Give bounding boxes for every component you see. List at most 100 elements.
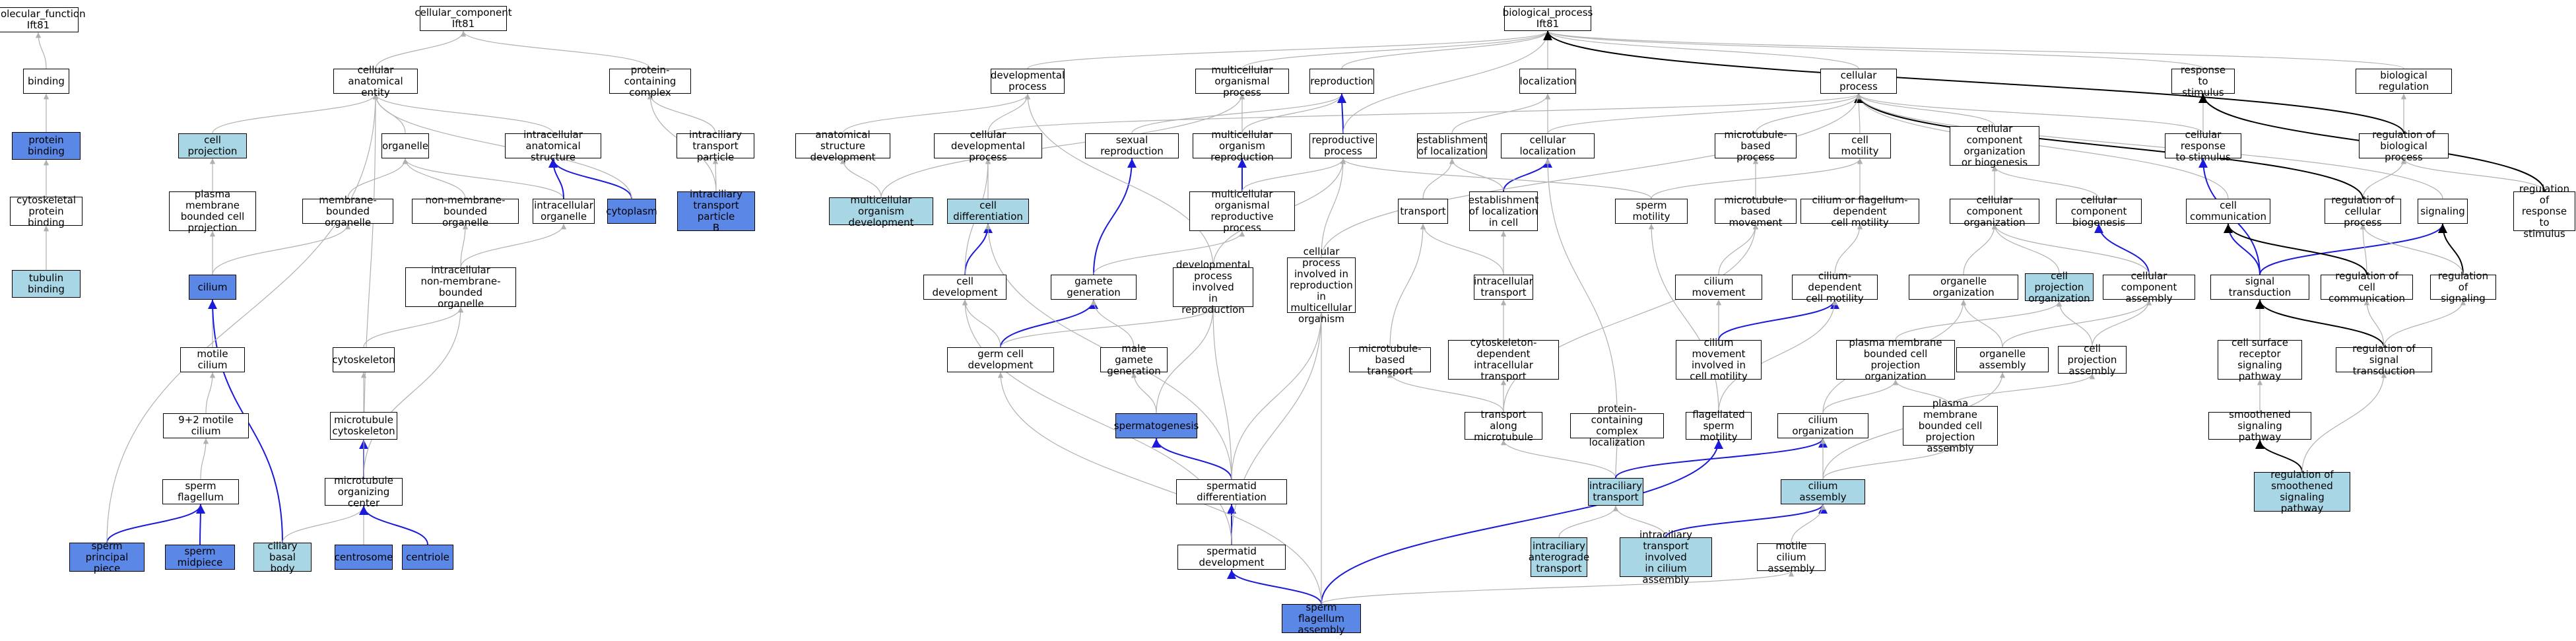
go-term-signal-transduction[interactable]: signal transduction — [2210, 275, 2309, 300]
go-term-cellular-component-assembly[interactable]: cellular component assembly — [2103, 270, 2195, 304]
go-term-cellular-anatomical-entity[interactable]: cellular anatomical entity — [333, 64, 418, 98]
go-term-organelle-assembly[interactable]: organelle assembly — [1956, 347, 2049, 372]
go-term-protein-containing-complex-localization[interactable]: protein-containing complex localization — [1570, 403, 1664, 448]
go-term-sperm-principal-piece[interactable]: sperm principal piece — [69, 540, 145, 574]
go-term-microtubule-based-process[interactable]: microtubule-based process — [1715, 129, 1797, 162]
go-term-cell-communication[interactable]: cell communication — [2186, 199, 2270, 224]
go-term-transport-along-microtubule[interactable]: transport along microtubule — [1465, 409, 1542, 442]
go-term-regulation-of-signaling[interactable]: regulation of signaling — [2430, 270, 2496, 304]
go-term-multicellular-organism-development[interactable]: multicellular organism development — [829, 194, 933, 228]
go-term-multicellular-organismal-process[interactable]: multicellular organismal process — [1195, 64, 1289, 98]
go-term-cell-surface-receptor-signaling-pathway[interactable]: cell surface receptor signaling pathway — [2218, 337, 2302, 382]
go-term-reproduction[interactable]: reproduction — [1309, 69, 1374, 94]
go-term-molecular-function[interactable]: molecular_function Ift81 — [0, 7, 86, 32]
go-term-germ-cell-development[interactable]: germ cell development — [947, 347, 1054, 372]
go-term-cell-differentiation[interactable]: cell differentiation — [947, 199, 1029, 224]
go-term-biological-process[interactable]: biological_process Ift81 — [1502, 6, 1593, 31]
go-term-cellular-component-organization-or-biogenesis[interactable]: cellular component organization or bioge… — [1950, 123, 2039, 168]
go-term-male-gamete-generation[interactable]: male gamete generation — [1100, 343, 1168, 376]
go-term-establishment-of-localization-in-cell[interactable]: establishment of localization in cell — [1469, 191, 1538, 231]
go-term-sperm-flagellum-assembly[interactable]: sperm flagellum assembly — [1282, 601, 1361, 635]
go-term-cilium-or-flagellum-dependent-cell-motility[interactable]: cilium or flagellum-dependent cell motil… — [1800, 194, 1919, 228]
go-term-regulation-of-biological-process[interactable]: regulation of biological process — [2359, 129, 2449, 162]
go-term-developmental-process[interactable]: developmental process — [990, 69, 1065, 94]
go-term-cellular-localization[interactable]: cellular localization — [1501, 133, 1595, 158]
go-term-regulation-of-response-to-stimulus[interactable]: regulation of response to stimulus — [2513, 183, 2575, 239]
go-term-centrosome[interactable]: centrosome — [335, 545, 393, 570]
go-term-microtubule-based-transport[interactable]: microtubule-based transport — [1349, 343, 1431, 376]
go-term-cellular-component-organization[interactable]: cellular component organization — [1950, 194, 2039, 228]
go-term-spermatogenesis[interactable]: spermatogenesis — [1114, 413, 1199, 438]
go-term-motile-cilium[interactable]: motile cilium — [180, 347, 245, 372]
go-term-developmental-process-involved-in-reproduction[interactable]: developmental process involved in reprod… — [1173, 259, 1253, 315]
go-term-regulation-of-cellular-process[interactable]: regulation of cellular process — [2325, 194, 2401, 228]
go-term-intraciliary-transport-particle[interactable]: intraciliary transport particle — [677, 129, 754, 162]
go-term-intracellular-transport[interactable]: intracellular transport — [1474, 275, 1533, 300]
go-term-protein-binding[interactable]: protein binding — [12, 132, 81, 160]
go-term-organelle[interactable]: organelle — [381, 133, 429, 158]
go-term-intraciliary-anterograde-transport[interactable]: intraciliary anterograde transport — [1529, 537, 1589, 577]
go-term-motile-cilium-assembly[interactable]: motile cilium assembly — [1757, 540, 1826, 574]
go-term-signaling[interactable]: signaling — [2418, 199, 2468, 224]
go-term-microtubule-organizing-center[interactable]: microtubule organizing center — [325, 475, 403, 508]
go-term-cellular-process-involved-in-reproduction-in-multicellular-organism[interactable]: cellular process involved in reproductio… — [1287, 246, 1356, 324]
go-term-cell-projection[interactable]: cell projection — [178, 133, 247, 158]
go-term-biological-regulation[interactable]: biological regulation — [2356, 69, 2452, 94]
go-term-cell-motility[interactable]: cell motility — [1829, 133, 1891, 158]
go-term-plasma-membrane-bounded-cell-projection-assembly[interactable]: plasma membrane bounded cell projection … — [1903, 397, 1998, 454]
go-term-non-membrane-bounded-organelle[interactable]: non-membrane-bounded organelle — [412, 194, 519, 228]
go-term-spermatid-differentiation[interactable]: spermatid differentiation — [1176, 479, 1287, 504]
go-term-protein-containing-complex[interactable]: protein-containing complex — [609, 64, 691, 98]
go-term-cell-development[interactable]: cell development — [923, 275, 1007, 300]
go-term-regulation-of-cell-communication[interactable]: regulation of cell communication — [2321, 270, 2413, 304]
go-term-cellular-component-biogenesis[interactable]: cellular component biogenesis — [2056, 194, 2142, 228]
go-term-gamete-generation[interactable]: gamete generation — [1051, 275, 1137, 300]
go-term-anatomical-structure-development[interactable]: anatomical structure development — [795, 129, 890, 162]
go-term-intracellular-non-membrane-bounded-organelle[interactable]: intracellular non-membrane-bounded organ… — [405, 265, 516, 310]
go-term-sperm-flagellum[interactable]: sperm flagellum — [162, 479, 239, 504]
go-term-smoothened-signaling-pathway[interactable]: smoothened signaling pathway — [2208, 409, 2311, 442]
go-term-cellular-component[interactable]: cellular_component Ift81 — [414, 6, 512, 31]
go-term-plasma-membrane-bounded-cell-projection[interactable]: plasma membrane bounded cell projection — [169, 189, 256, 234]
go-term-multicellular-organismal-reproductive-process[interactable]: multicellular organismal reproductive pr… — [1189, 189, 1295, 234]
go-term-intracellular-anatomical-structure[interactable]: intracellular anatomical structure — [505, 129, 601, 162]
go-term-cell-projection-assembly[interactable]: cell projection assembly — [2058, 343, 2127, 376]
go-term-cilium-organization[interactable]: cilium organization — [1777, 413, 1868, 438]
go-term-flagellated-sperm-motility[interactable]: flagellated sperm motility — [1686, 409, 1752, 442]
go-term-spermatid-development[interactable]: spermatid development — [1177, 545, 1286, 570]
go-term-tubulin-binding[interactable]: tubulin binding — [12, 270, 81, 298]
go-term-cilium[interactable]: cilium — [189, 275, 236, 300]
go-term-cellular-process[interactable]: cellular process — [1820, 69, 1897, 94]
go-term-regulation-of-smoothened-signaling-pathway[interactable]: regulation of smoothened signaling pathw… — [2254, 469, 2350, 514]
go-term-cilium-movement-involved-in-cell-motility[interactable]: cilium movement involved in cell motilit… — [1676, 337, 1762, 382]
go-term-cilium-dependent-cell-motility[interactable]: cilium-dependent cell motility — [1792, 270, 1878, 304]
go-term-transport[interactable]: transport — [1398, 199, 1448, 224]
go-term-nine-plus-two-motile-cilium[interactable]: 9+2 motile cilium — [163, 413, 249, 438]
go-term-intraciliary-transport-particle-b[interactable]: intraciliary transport particle B — [677, 189, 755, 234]
go-term-cytoskeletal-protein-binding[interactable]: cytoskeletal protein binding — [10, 194, 83, 228]
go-term-sexual-reproduction[interactable]: sexual reproduction — [1085, 133, 1179, 158]
go-term-binding[interactable]: binding — [23, 69, 69, 94]
go-term-plasma-membrane-bounded-cell-projection-organization[interactable]: plasma membrane bounded cell projection … — [1836, 337, 1955, 382]
go-term-ciliary-basal-body[interactable]: ciliary basal body — [253, 540, 312, 574]
go-term-cellular-developmental-process[interactable]: cellular developmental process — [934, 129, 1042, 162]
go-term-localization[interactable]: localization — [1519, 69, 1576, 94]
go-term-reproductive-process[interactable]: reproductive process — [1309, 133, 1377, 158]
go-term-cell-projection-organization[interactable]: cell projection organization — [2025, 270, 2094, 304]
go-term-response-to-stimulus[interactable]: response to stimulus — [2171, 64, 2235, 98]
go-term-cytoskeleton[interactable]: cytoskeleton — [332, 347, 395, 372]
go-term-intraciliary-transport[interactable]: intraciliary transport — [1588, 478, 1643, 506]
go-term-cytoplasm[interactable]: cytoplasm — [606, 199, 657, 224]
go-term-centriole[interactable]: centriole — [402, 545, 453, 570]
go-term-microtubule-cytoskeleton[interactable]: microtubule cytoskeleton — [330, 412, 397, 440]
go-term-cytoskeleton-dependent-intracellular-transport[interactable]: cytoskeleton-dependent intracellular tra… — [1448, 337, 1559, 382]
go-term-multicellular-organism-reproduction[interactable]: multicellular organism reproduction — [1193, 129, 1292, 162]
go-term-intracellular-organelle[interactable]: intracellular organelle — [533, 199, 595, 224]
go-term-membrane-bounded-organelle[interactable]: membrane-bounded organelle — [302, 194, 393, 228]
go-term-cilium-movement[interactable]: cilium movement — [1675, 275, 1762, 300]
go-term-microtubule-based-movement[interactable]: microtubule-based movement — [1715, 194, 1797, 228]
go-term-cellular-response-to-stimulus[interactable]: cellular response to stimulus — [2165, 129, 2241, 162]
go-term-cilium-assembly[interactable]: cilium assembly — [1781, 479, 1865, 504]
go-term-sperm-midpiece[interactable]: sperm midpiece — [165, 545, 235, 570]
go-term-regulation-of-signal-transduction[interactable]: regulation of signal transduction — [2336, 343, 2432, 376]
